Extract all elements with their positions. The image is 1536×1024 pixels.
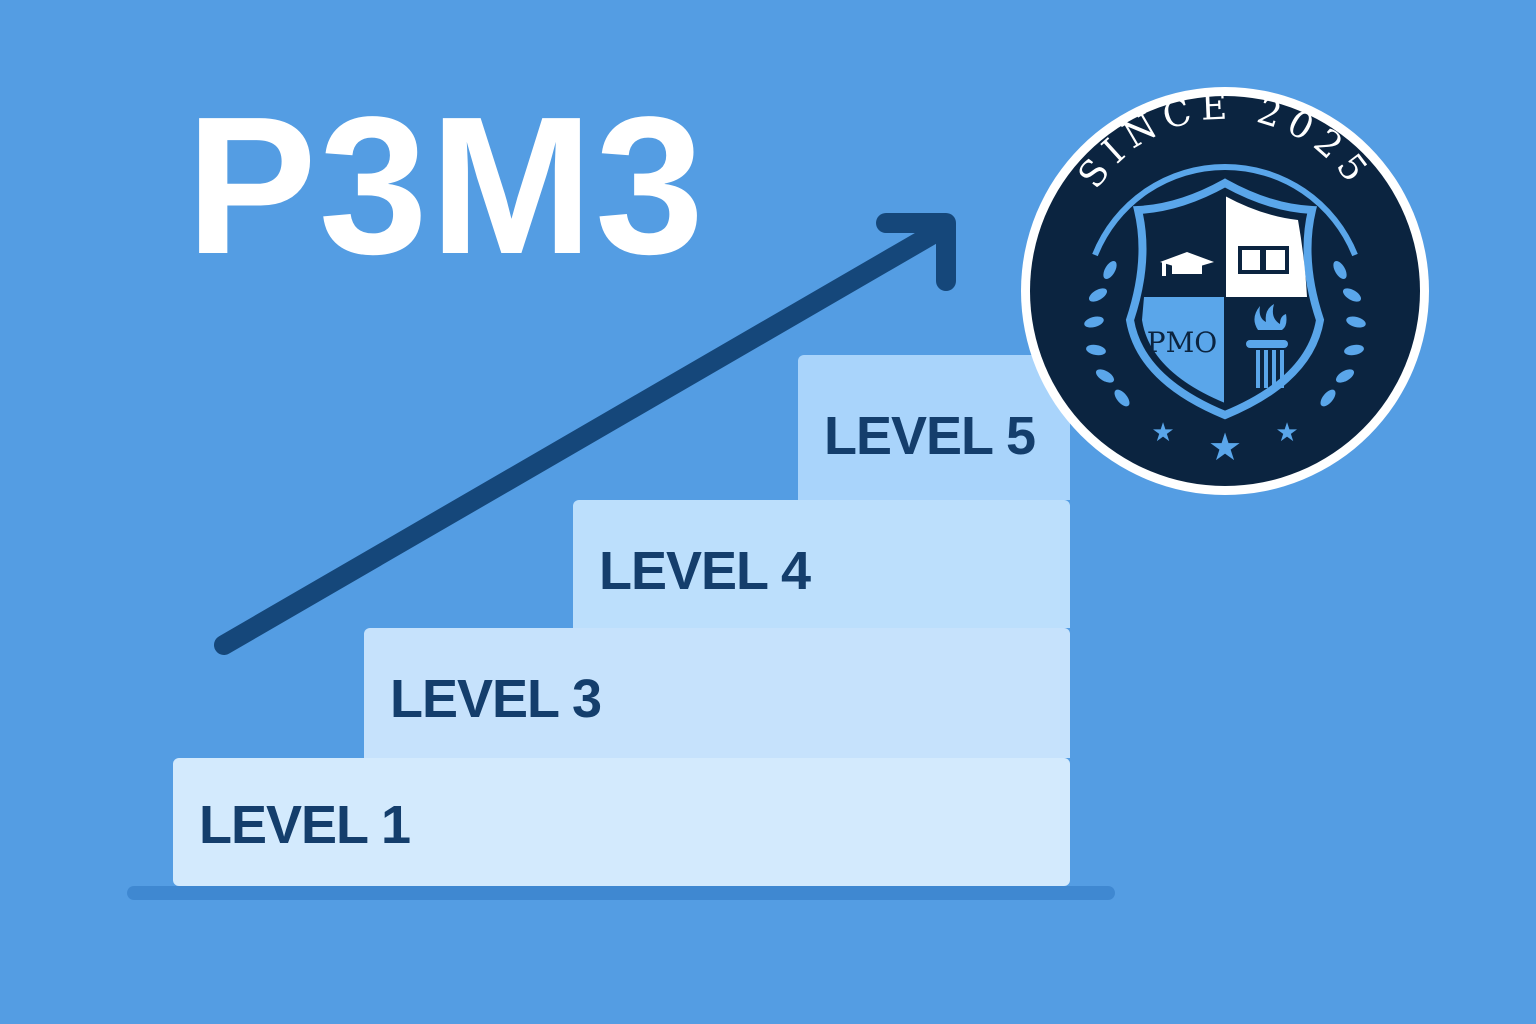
step-label: LEVEL 5 [824,406,1036,466]
step-label: LEVEL 1 [199,795,411,855]
book-icon [1238,246,1289,274]
step-label: LEVEL 4 [599,541,811,601]
shield-text: PMO [1147,326,1217,359]
ground-line [127,886,1115,900]
step-level-4: LEVEL 4 [573,500,1070,628]
svg-text:★: ★ [1208,427,1242,469]
pmo-seal: SINCE 2025 PMO [1021,86,1429,495]
step-level-3: LEVEL 3 [364,628,1070,758]
step-label: LEVEL 3 [390,669,602,729]
svg-text:★: ★ [1151,417,1174,447]
growth-arrow-icon [214,213,956,655]
torch-column-icon [1246,304,1288,388]
graduation-cap-icon [1160,252,1214,276]
laurel-right-icon [1320,260,1366,407]
star-icons: ★ ★ ★ [1151,417,1298,469]
step-level-1: LEVEL 1 [173,758,1070,886]
svg-text:★: ★ [1275,417,1298,447]
page-title: P3M3 [186,76,707,295]
laurel-left-icon [1084,260,1130,407]
step-level-5: LEVEL 5 [798,355,1070,500]
